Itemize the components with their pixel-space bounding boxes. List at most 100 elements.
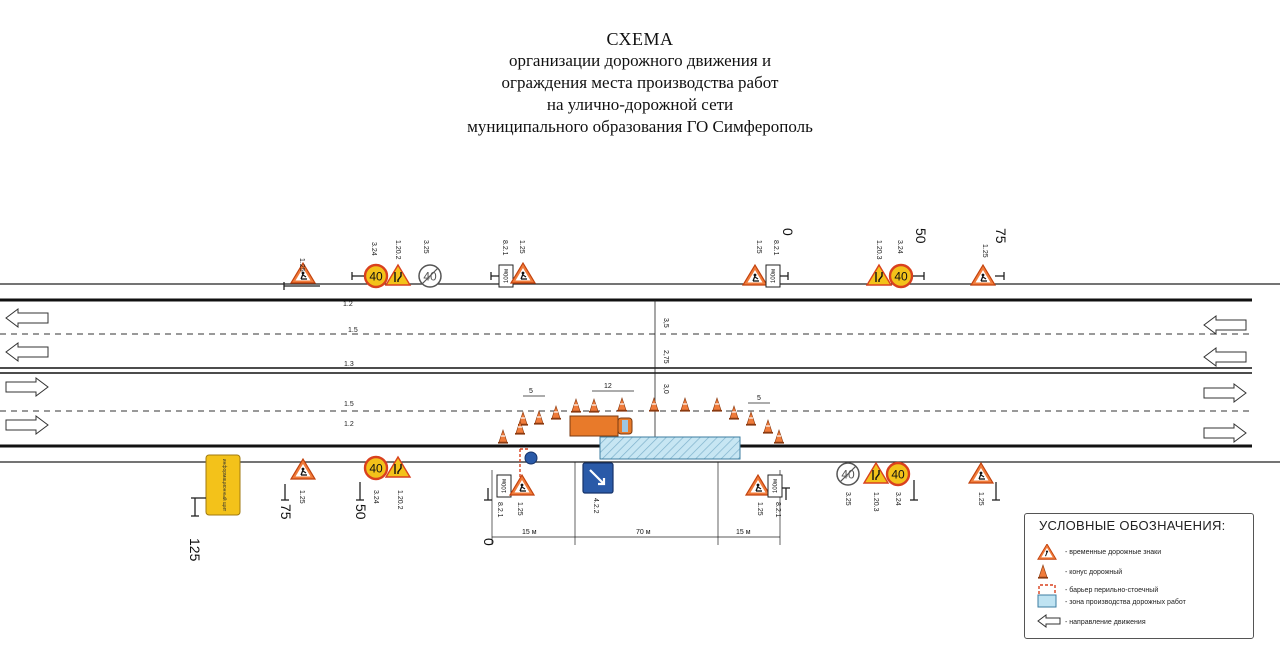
sign-code-label: 3.24 xyxy=(894,492,901,506)
warning-roadworks-icon xyxy=(968,462,994,484)
zone-dimension-label: 15 м xyxy=(736,529,751,536)
warning-roadworks-icon xyxy=(510,262,536,284)
warning-roadworks-icon xyxy=(742,264,768,286)
legend-item-label: - временные дорожные знаки xyxy=(1065,548,1162,556)
sign-code-label: 3.24 xyxy=(370,242,377,256)
distance-plate-icon xyxy=(498,264,514,288)
end-speed-limit-icon xyxy=(418,264,442,288)
legend-title: УСЛОВНЫЕ ОБОЗНАЧЕНИЯ: xyxy=(1039,518,1226,533)
title-line-4: на улично-дорожной сети xyxy=(546,95,734,114)
dimension-label: 12 xyxy=(604,383,612,390)
bottom-sign-group: 8.2.1 1.25 xyxy=(484,451,538,518)
direction-arrow-left xyxy=(1203,347,1247,367)
direction-arrow-right xyxy=(5,415,49,435)
lane-width-label: 2,75 xyxy=(662,350,669,364)
bottom-sign-group: 1.25 xyxy=(968,462,1000,506)
bottom-sign-group: 1.25 xyxy=(281,458,316,504)
bottom-sign-group: 4.2.2 xyxy=(582,462,614,514)
top-sign-group: 3.25 xyxy=(418,240,442,288)
direction-arrow-left xyxy=(5,308,49,328)
top-sign-group: 1.20.3 3.24 xyxy=(866,240,925,289)
zone-dimension-label: 15 м xyxy=(522,529,537,536)
warning-roadworks-icon xyxy=(745,474,771,496)
sign-code-label: 3.25 xyxy=(422,240,429,254)
road-narrows-icon xyxy=(385,456,411,478)
sign-code-label: 1.20.2 xyxy=(394,240,401,260)
sign-code-label: 1.25 xyxy=(518,240,525,254)
sign-code-label: 3.24 xyxy=(896,240,903,254)
marking-label: 1.5 xyxy=(344,401,354,408)
sign-code-label: 1.25 xyxy=(756,502,763,516)
top-sign-group: 3.24 1.20.2 xyxy=(351,240,411,289)
legend-item: - конус дорожный xyxy=(1037,564,1122,580)
distance-label: 0 xyxy=(780,228,796,236)
sign-code-label: 1.20.3 xyxy=(875,240,882,260)
legend-item: - зона производства дорожных работ xyxy=(1037,594,1186,610)
marking-label: 1.2 xyxy=(344,421,354,428)
warning-roadworks-icon xyxy=(970,264,996,286)
sign-code-label: 1.25 xyxy=(516,502,523,516)
speed-limit-icon xyxy=(885,461,911,487)
work-zone xyxy=(599,436,741,460)
end-speed-limit-icon xyxy=(836,462,860,486)
work-vehicle-icon xyxy=(569,415,633,437)
distance-plate-icon xyxy=(767,474,783,498)
distance-label: 75 xyxy=(278,504,294,520)
legend-item-label: - барьер перильно-стоечный xyxy=(1065,586,1159,594)
sign-code-label: 1.25 xyxy=(755,240,762,254)
warning-roadworks-icon xyxy=(509,474,535,496)
speed-limit-icon xyxy=(363,263,389,289)
title-line-5: муниципального образования ГО Симферопол… xyxy=(467,117,813,136)
legend-item-label: - направление движения xyxy=(1065,618,1146,626)
legend-item: - направление движения xyxy=(1037,614,1146,630)
bottom-sign-group: 1.20.3 3.24 xyxy=(863,461,918,512)
bottom-sign-group: 1.25 8.2.1 xyxy=(745,474,790,518)
sign-code-label: 8.2.1 xyxy=(772,240,779,256)
title-line-2: организации дорожного движения и xyxy=(508,51,772,70)
distance-plate-icon xyxy=(496,474,512,498)
speed-limit-icon xyxy=(363,455,389,481)
marking-label: 1.3 xyxy=(344,361,354,368)
legend-item-label: - зона производства дорожных работ xyxy=(1065,598,1186,606)
sign-code-label: 8.2.1 xyxy=(501,240,508,256)
sign-code-label: 8.2.1 xyxy=(496,502,503,518)
distance-label: 75 xyxy=(993,228,1009,244)
title-line-3: ограждения места производства работ xyxy=(501,73,779,92)
sign-code-label: 1.20.3 xyxy=(872,492,879,512)
sign-code-label: 4.2.2 xyxy=(592,498,599,514)
sign-code-label: 8.2.1 xyxy=(774,502,781,518)
road-narrows-icon xyxy=(866,264,892,286)
top-sign-group: 8.2.1 1.25 xyxy=(490,240,536,288)
distance-plate-icon xyxy=(765,264,781,288)
legend: УСЛОВНЫЕ ОБОЗНАЧЕНИЯ: - временные дорожн… xyxy=(1024,513,1254,639)
info-board-group: информационный щит xyxy=(191,454,241,517)
marking-label: 1.2 xyxy=(343,301,353,308)
top-sign-group: 1.25 8.2.1 xyxy=(742,240,789,288)
legend-item-label: - конус дорожный xyxy=(1065,568,1123,576)
direction-arrow-right xyxy=(1203,423,1247,443)
top-sign-group: 1.25 xyxy=(970,244,1005,286)
sign-code-label: 3.25 xyxy=(844,492,851,506)
distance-label: 0 xyxy=(481,538,497,546)
direction-arrow-left xyxy=(5,342,49,362)
zone-dimension-label: 70 м xyxy=(636,529,651,536)
info-board-icon xyxy=(205,454,241,516)
legend-item: - барьер перильно-стоечный xyxy=(1037,582,1158,598)
scheme-title: СХЕМА организации дорожного движения и о… xyxy=(0,28,1280,138)
distance-label: 50 xyxy=(353,504,369,520)
distance-label: 125 xyxy=(187,538,203,562)
speed-limit-icon xyxy=(888,263,914,289)
sign-code-label: 1.25 xyxy=(298,490,305,504)
sign-code-label: 1.20.2 xyxy=(396,490,403,510)
direction-arrow-right xyxy=(1203,383,1247,403)
sign-code-label: 1.25 xyxy=(298,258,305,272)
sign-code-label: 1.25 xyxy=(981,244,988,258)
dimension-label: 5 xyxy=(757,395,761,402)
sign-code-label: 1.25 xyxy=(977,492,984,506)
barrier-icon xyxy=(1037,582,1061,598)
lane-width-label: 3,5 xyxy=(662,318,669,328)
title-line-1: СХЕМА xyxy=(606,29,674,49)
legend-item: - временные дорожные знаки xyxy=(1037,544,1161,560)
direction-arrow-icon xyxy=(1037,614,1061,630)
